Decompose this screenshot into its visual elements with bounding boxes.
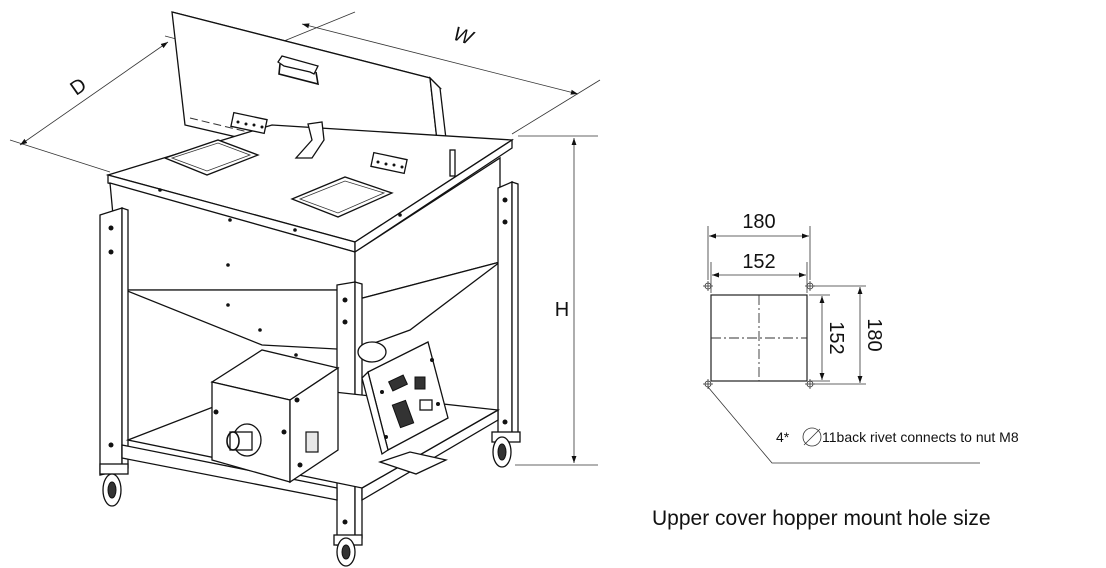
depth-label: D: [66, 74, 90, 100]
blower-unit: [210, 349, 340, 484]
mount-hole-top-left: [703, 281, 713, 291]
caster-front-left: [99, 463, 129, 507]
hinge-left: [230, 111, 268, 135]
control-panel: [361, 341, 449, 456]
caster-rear-right: [491, 431, 521, 468]
rear-rod: [449, 149, 456, 177]
lid-handle-grip: [278, 63, 319, 86]
top-hatch-left: [163, 139, 260, 176]
top-hatch-left-inner: [170, 142, 252, 172]
base-plate: [377, 451, 449, 475]
dim-outer-width: 180: [742, 211, 775, 233]
top-hatch-right: [290, 176, 394, 218]
height-label: H: [555, 299, 569, 321]
dim-inner-width: 152: [742, 251, 775, 273]
top-hatch-right-inner: [298, 180, 386, 214]
dimension-arrow-w: [301, 23, 579, 95]
hopper-funnel-front: [124, 289, 356, 351]
mount-hole-top-right: [805, 281, 815, 291]
dim-outer-height: 180: [863, 318, 885, 351]
extension-line-w-right: [511, 79, 601, 135]
dimension-arrow-d: [19, 41, 169, 146]
caster-front-right: [333, 534, 363, 567]
width-label: W: [450, 23, 477, 50]
diameter-icon: [802, 427, 822, 447]
lid-handle: [277, 55, 319, 75]
machine-illustration: D W H: [9, 11, 601, 567]
motor-cylinder: [357, 341, 387, 363]
note-quantity: 4*: [776, 429, 790, 445]
diagram-caption: Upper cover hopper mount hole size: [652, 507, 991, 530]
dim-inner-height: 152: [825, 321, 847, 354]
hinge-right: [370, 151, 408, 175]
lid-stay-bracket: [294, 121, 325, 159]
top-panel-side-edge: [354, 138, 513, 254]
note-leader-line: [707, 386, 980, 464]
note-text: 11back rivet connects to nut M8: [822, 429, 1019, 445]
extension-line-d-front: [9, 139, 111, 173]
hole-size-diagram: 180 152 152 180 4* 11back rivet connects…: [652, 211, 1019, 530]
